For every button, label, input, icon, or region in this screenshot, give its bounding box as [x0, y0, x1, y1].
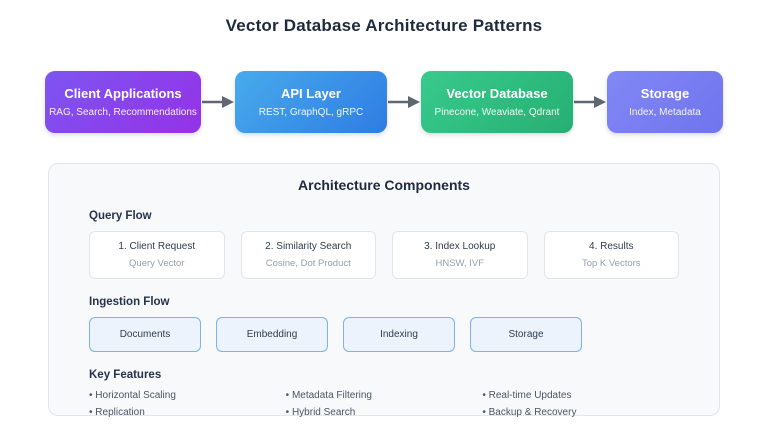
query-step-client-request: 1. Client Request Query Vector — [89, 231, 225, 279]
feature-column: Metadata Filtering Hybrid Search — [286, 390, 483, 424]
flow-node-storage: Storage Index, Metadata — [607, 71, 723, 133]
feature-item: Backup & Recovery — [482, 407, 679, 418]
flow-node-api-layer: API Layer REST, GraphQL, gRPC — [235, 71, 387, 133]
feature-item: Real-time Updates — [482, 390, 679, 401]
ingestion-stage-storage: Storage — [470, 317, 582, 352]
feature-item: Metadata Filtering — [286, 390, 483, 401]
query-step-subtitle: Top K Vectors — [581, 258, 641, 269]
arrow-right-icon — [574, 96, 606, 108]
ingestion-stage-indexing: Indexing — [343, 317, 455, 352]
flow-node-subtitle: Index, Metadata — [629, 107, 701, 118]
flow-node-title: API Layer — [281, 86, 341, 101]
flow-node-subtitle: Pinecone, Weaviate, Qdrant — [434, 107, 560, 118]
query-step-subtitle: Cosine, Dot Product — [265, 258, 351, 269]
ingestion-flow-heading: Ingestion Flow — [89, 296, 170, 308]
feature-item: Replication — [89, 407, 286, 418]
arrow-right-icon — [202, 96, 234, 108]
architecture-flow: Client Applications RAG, Search, Recomme… — [0, 71, 768, 133]
feature-item: Hybrid Search — [286, 407, 483, 418]
query-step-title: 4. Results — [589, 241, 634, 252]
query-step-title: 1. Client Request — [118, 241, 196, 252]
ingestion-stage-embedding: Embedding — [216, 317, 328, 352]
ingestion-flow-row: Documents Embedding Indexing Storage — [89, 317, 679, 352]
query-step-results: 4. Results Top K Vectors — [543, 231, 679, 279]
feature-item: Horizontal Scaling — [89, 390, 286, 401]
feature-column: Real-time Updates Backup & Recovery — [482, 390, 679, 424]
flow-node-client-applications: Client Applications RAG, Search, Recomme… — [45, 71, 201, 133]
query-step-subtitle: Query Vector — [129, 258, 185, 269]
flow-node-title: Vector Database — [446, 86, 548, 101]
query-step-subtitle: HNSW, IVF — [435, 258, 485, 269]
query-step-index-lookup: 3. Index Lookup HNSW, IVF — [392, 231, 528, 279]
panel-title: Architecture Components — [298, 177, 470, 193]
query-step-title: 2. Similarity Search — [265, 241, 352, 252]
flow-node-subtitle: RAG, Search, Recommendations — [49, 107, 197, 118]
query-flow-heading: Query Flow — [89, 210, 152, 222]
feature-column: Horizontal Scaling Replication — [89, 390, 286, 424]
page-title: Vector Database Architecture Patterns — [225, 16, 543, 35]
flow-node-title: Storage — [640, 86, 690, 101]
flow-node-subtitle: REST, GraphQL, gRPC — [258, 107, 364, 118]
flow-node-vector-database: Vector Database Pinecone, Weaviate, Qdra… — [421, 71, 573, 133]
ingestion-stage-documents: Documents — [89, 317, 201, 352]
architecture-components-panel: Architecture Components Query Flow 1. Cl… — [48, 163, 720, 418]
query-flow-row: 1. Client Request Query Vector 2. Simila… — [89, 231, 679, 279]
key-features-row: Horizontal Scaling Replication Metadata … — [89, 390, 679, 424]
flow-node-title: Client Applications — [64, 86, 182, 101]
key-features-heading: Key Features — [89, 369, 162, 381]
query-step-similarity-search: 2. Similarity Search Cosine, Dot Product — [240, 231, 376, 279]
arrow-right-icon — [388, 96, 420, 108]
query-step-title: 3. Index Lookup — [424, 241, 496, 252]
